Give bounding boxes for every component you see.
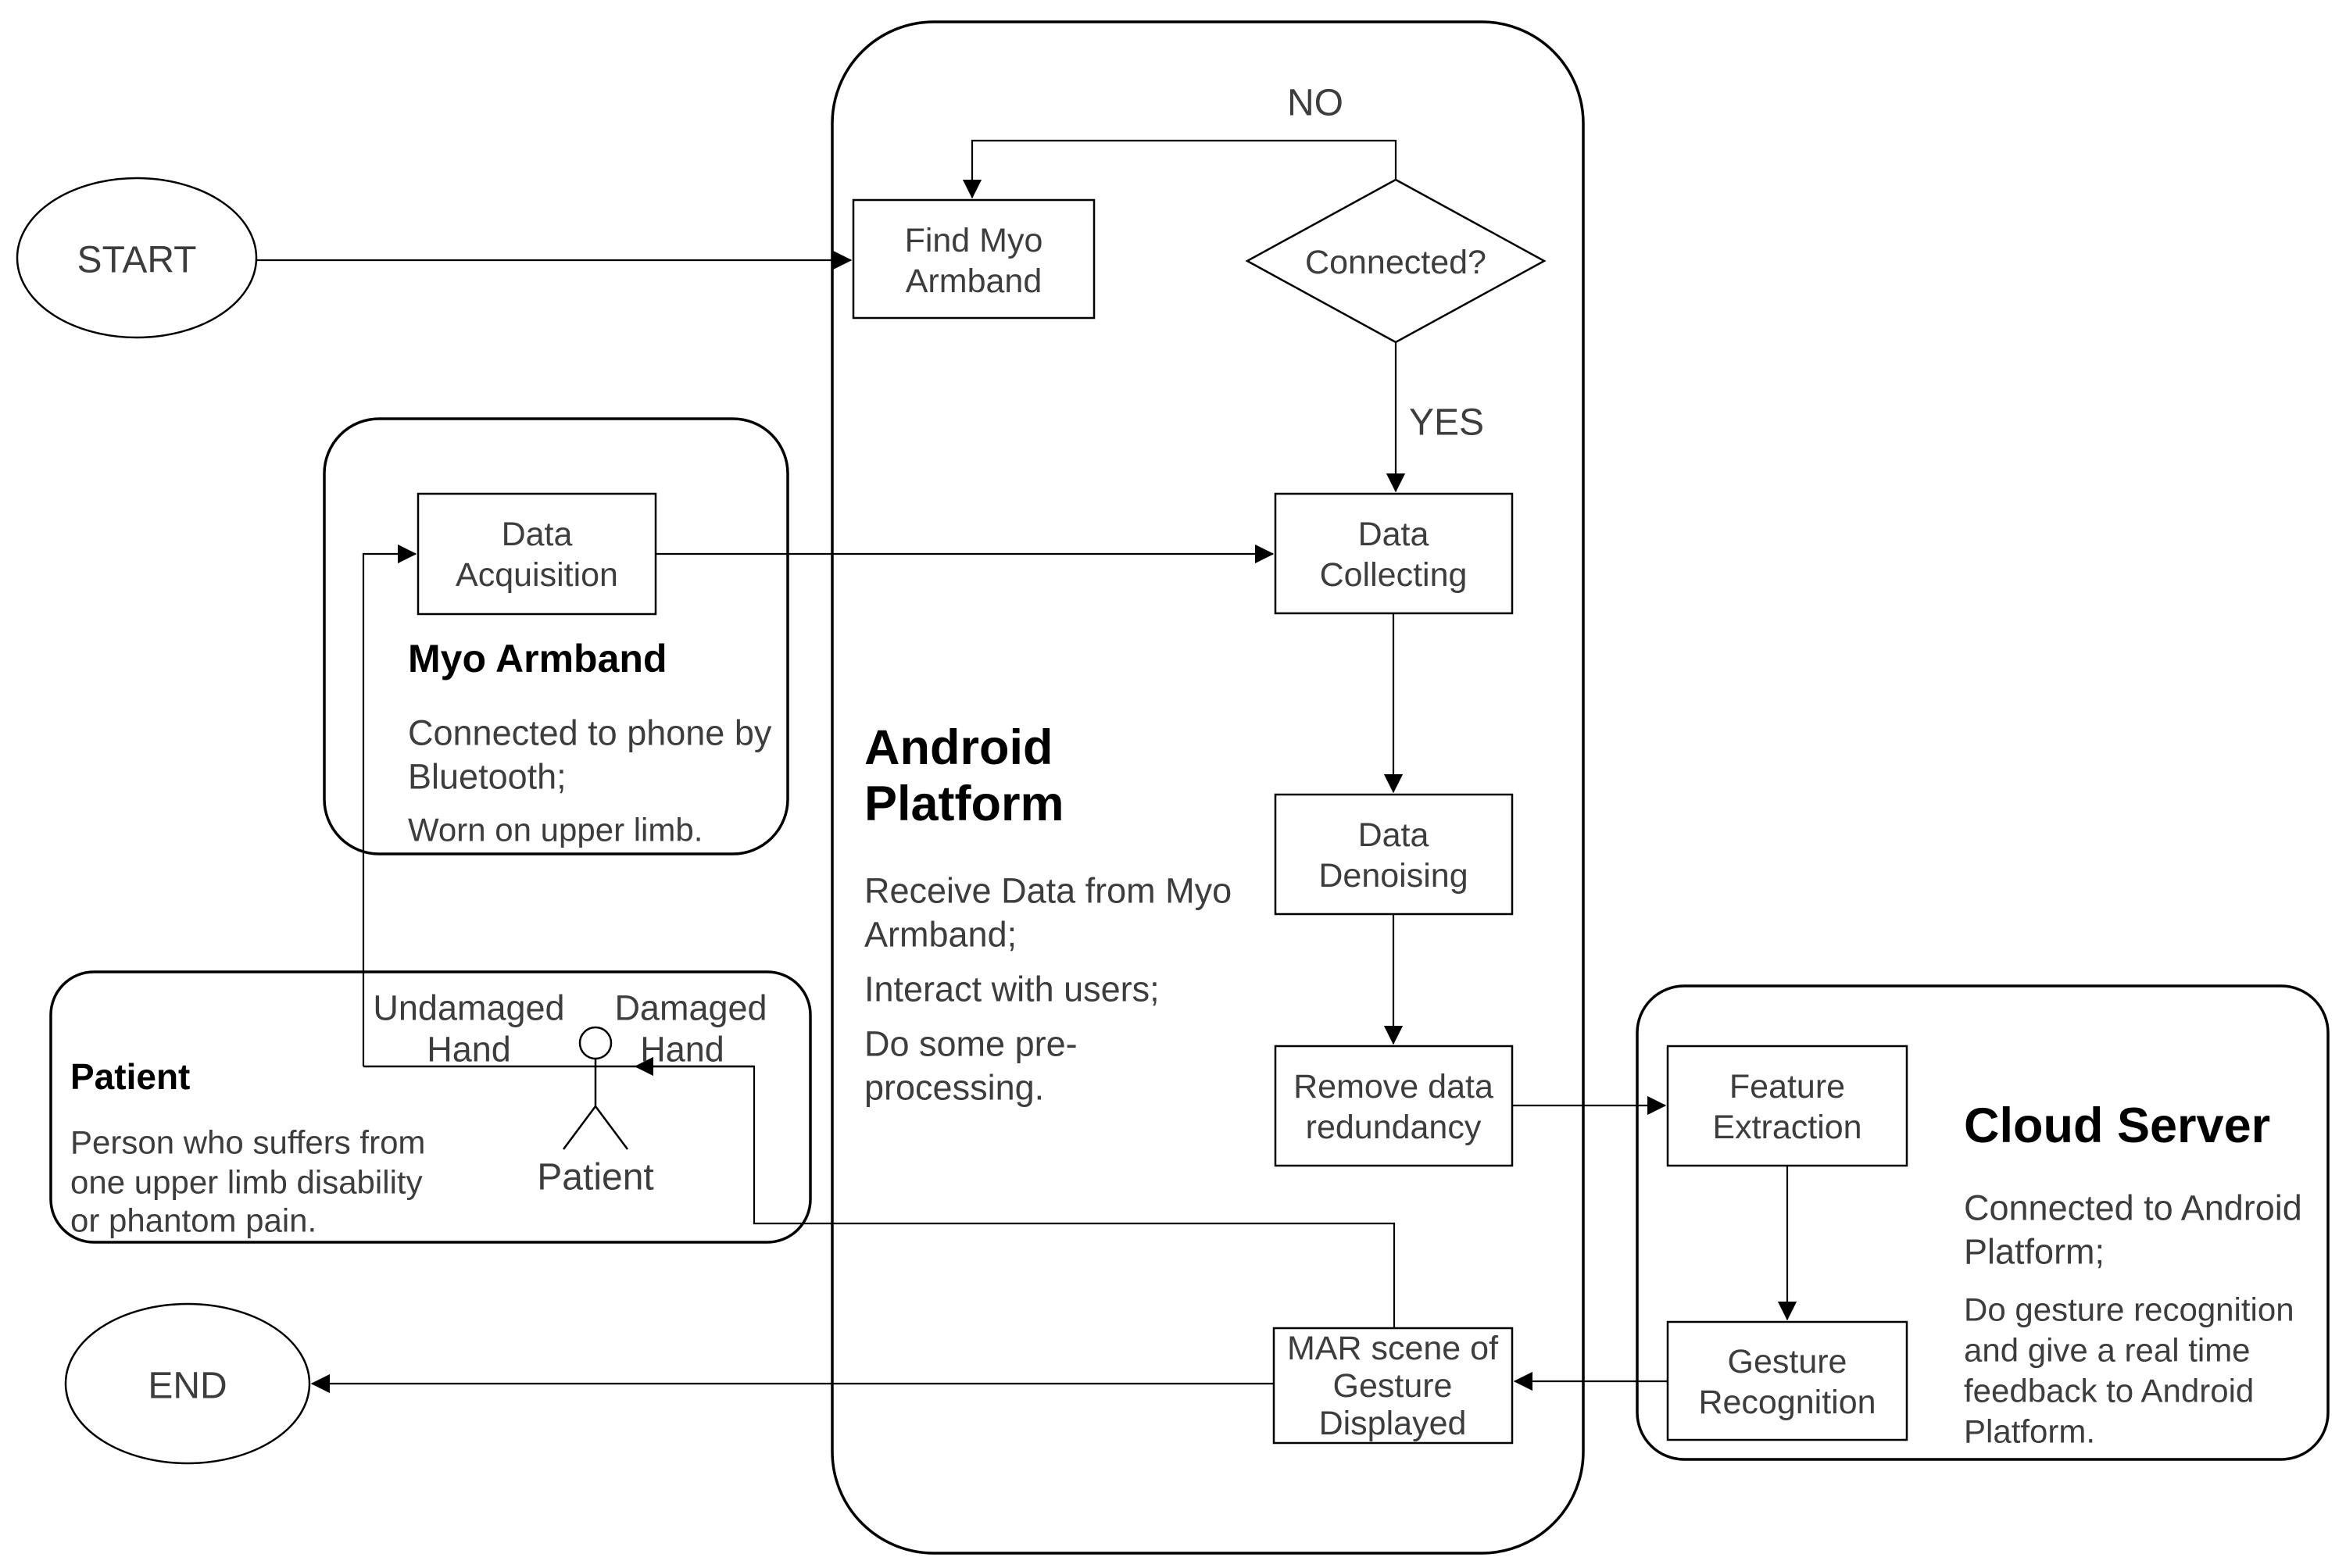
- mar-scene-label: MAR scene of: [1287, 1330, 1499, 1367]
- end-terminal: [64, 1302, 311, 1465]
- myo-armband-desc-line: Bluetooth;: [408, 757, 567, 797]
- feature-extraction-label: Extraction: [1712, 1109, 1861, 1146]
- mar-scene-box: [1272, 1327, 1514, 1445]
- gesture-recognition-label: Recognition: [1698, 1384, 1876, 1421]
- patient-title: Patient: [70, 1056, 190, 1097]
- start-terminal: [16, 177, 258, 339]
- gesture-recognition-label: Gesture: [1728, 1343, 1847, 1380]
- find-myo-armband-label: Armband: [906, 263, 1042, 300]
- android-platform-desc-line: Armband;: [864, 915, 1017, 955]
- android-platform-container: [831, 20, 1585, 1555]
- cloud-server-desc-line: Platform;: [1964, 1232, 2105, 1272]
- data-acquisition-node: Data Acquisition: [417, 492, 657, 616]
- damaged-hand-label: Damaged: [614, 988, 767, 1028]
- patient-figure-labels: Undamaged Hand Damaged Hand Patient: [373, 988, 767, 1198]
- data-denoising-label: Denoising: [1318, 857, 1468, 895]
- cloud-server-desc-line: and give a real time: [1964, 1332, 2251, 1369]
- android-platform-text: Android Platform Receive Data from Myo A…: [864, 720, 1232, 1108]
- android-platform-desc-line: Do some pre-: [864, 1024, 1078, 1064]
- data-collecting-label: Data: [1358, 516, 1429, 553]
- feature-extraction-node: Feature Extraction: [1666, 1045, 1908, 1167]
- data-acquisition-label: Acquisition: [456, 556, 618, 594]
- data-acquisition-box: [417, 492, 657, 616]
- android-platform-desc-line: Receive Data from Myo: [864, 871, 1232, 911]
- undamaged-hand-label: Undamaged: [373, 988, 564, 1028]
- android-platform-desc-line: processing.: [864, 1068, 1044, 1108]
- find-myo-armband-label: Find Myo: [905, 222, 1043, 259]
- android-platform-desc-line: Interact with users;: [864, 970, 1160, 1009]
- remove-data-redundancy-node: Remove data redundancy: [1274, 1045, 1514, 1167]
- undamaged-hand-label: Hand: [427, 1030, 511, 1070]
- myo-armband-desc-line: Worn on upper limb.: [408, 812, 703, 848]
- connector-no-loop-to-find-myo: [962, 139, 1397, 199]
- feature-extraction-box: [1666, 1045, 1908, 1167]
- mar-scene-label: Displayed: [1319, 1405, 1467, 1442]
- feature-extraction-label: Feature: [1729, 1068, 1845, 1105]
- data-collecting-label: Collecting: [1320, 556, 1468, 594]
- data-collecting-node: Data Collecting: [1274, 492, 1514, 615]
- remove-data-redundancy-label: redundancy: [1306, 1109, 1482, 1146]
- stick-figure-caption: Patient: [537, 1157, 653, 1198]
- myo-armband-title: Myo Armband: [408, 637, 667, 680]
- myo-armband-desc-line: Connected to phone by: [408, 713, 772, 753]
- myo-armband-container: [323, 417, 789, 855]
- patient-container: [49, 970, 812, 1244]
- cloud-server-desc-line: Do gesture recognition: [1964, 1291, 2294, 1328]
- find-myo-armband-box: [852, 198, 1096, 320]
- cloud-server-desc-line: feedback to Android: [1964, 1373, 2254, 1409]
- gesture-recognition-node: Gesture Recognition: [1666, 1320, 1908, 1441]
- cloud-server-desc-line: Connected to Android: [1964, 1188, 2302, 1228]
- data-denoising-node: Data Denoising: [1274, 793, 1514, 916]
- connected-decision-diamond: [1245, 178, 1547, 344]
- end-label: END: [148, 1366, 227, 1407]
- data-collecting-box: [1274, 492, 1514, 615]
- damaged-hand-label: Hand: [640, 1030, 724, 1070]
- cloud-server-container: [1636, 984, 2330, 1461]
- connected-decision-label: Connected?: [1305, 244, 1486, 281]
- patient-text: Patient Person who suffers from one uppe…: [70, 1056, 425, 1239]
- myo-armband-text: Myo Armband Connected to phone by Blueto…: [408, 637, 772, 848]
- cloud-server-text: Cloud Server Connected to Android Platfo…: [1964, 1098, 2302, 1450]
- stick-figure-right-leg: [594, 1105, 629, 1150]
- data-acquisition-label: Data: [502, 516, 573, 553]
- patient-desc-line: one upper limb disability: [70, 1164, 423, 1201]
- start-label: START: [77, 240, 197, 281]
- patient-desc-line: Person who suffers from: [70, 1124, 425, 1161]
- data-denoising-label: Data: [1358, 816, 1429, 854]
- data-denoising-box: [1274, 793, 1514, 916]
- patient-desc-line: or phantom pain.: [70, 1202, 316, 1239]
- find-myo-armband-node: Find Myo Armband: [852, 198, 1096, 320]
- no-branch-label: NO: [1287, 83, 1343, 124]
- stick-figure-left-leg: [562, 1105, 597, 1150]
- patient-stick-figure: [363, 1026, 754, 1150]
- android-platform-title-line1: Android: [864, 720, 1053, 775]
- android-platform-title-line2: Platform: [864, 777, 1064, 831]
- connector-undamaged-hand-to-acquisition: [362, 544, 417, 1066]
- mar-scene-node: MAR scene of Gesture Displayed: [1272, 1327, 1514, 1445]
- stick-figure-head: [578, 1026, 613, 1060]
- remove-data-redundancy-label: Remove data: [1293, 1068, 1493, 1105]
- cloud-server-title: Cloud Server: [1964, 1098, 2270, 1153]
- mar-scene-label: Gesture: [1333, 1367, 1453, 1405]
- remove-data-redundancy-box: [1274, 1045, 1514, 1167]
- cloud-server-desc-line: Platform.: [1964, 1413, 2095, 1450]
- yes-branch-label: YES: [1409, 402, 1484, 444]
- gesture-recognition-box: [1666, 1320, 1908, 1441]
